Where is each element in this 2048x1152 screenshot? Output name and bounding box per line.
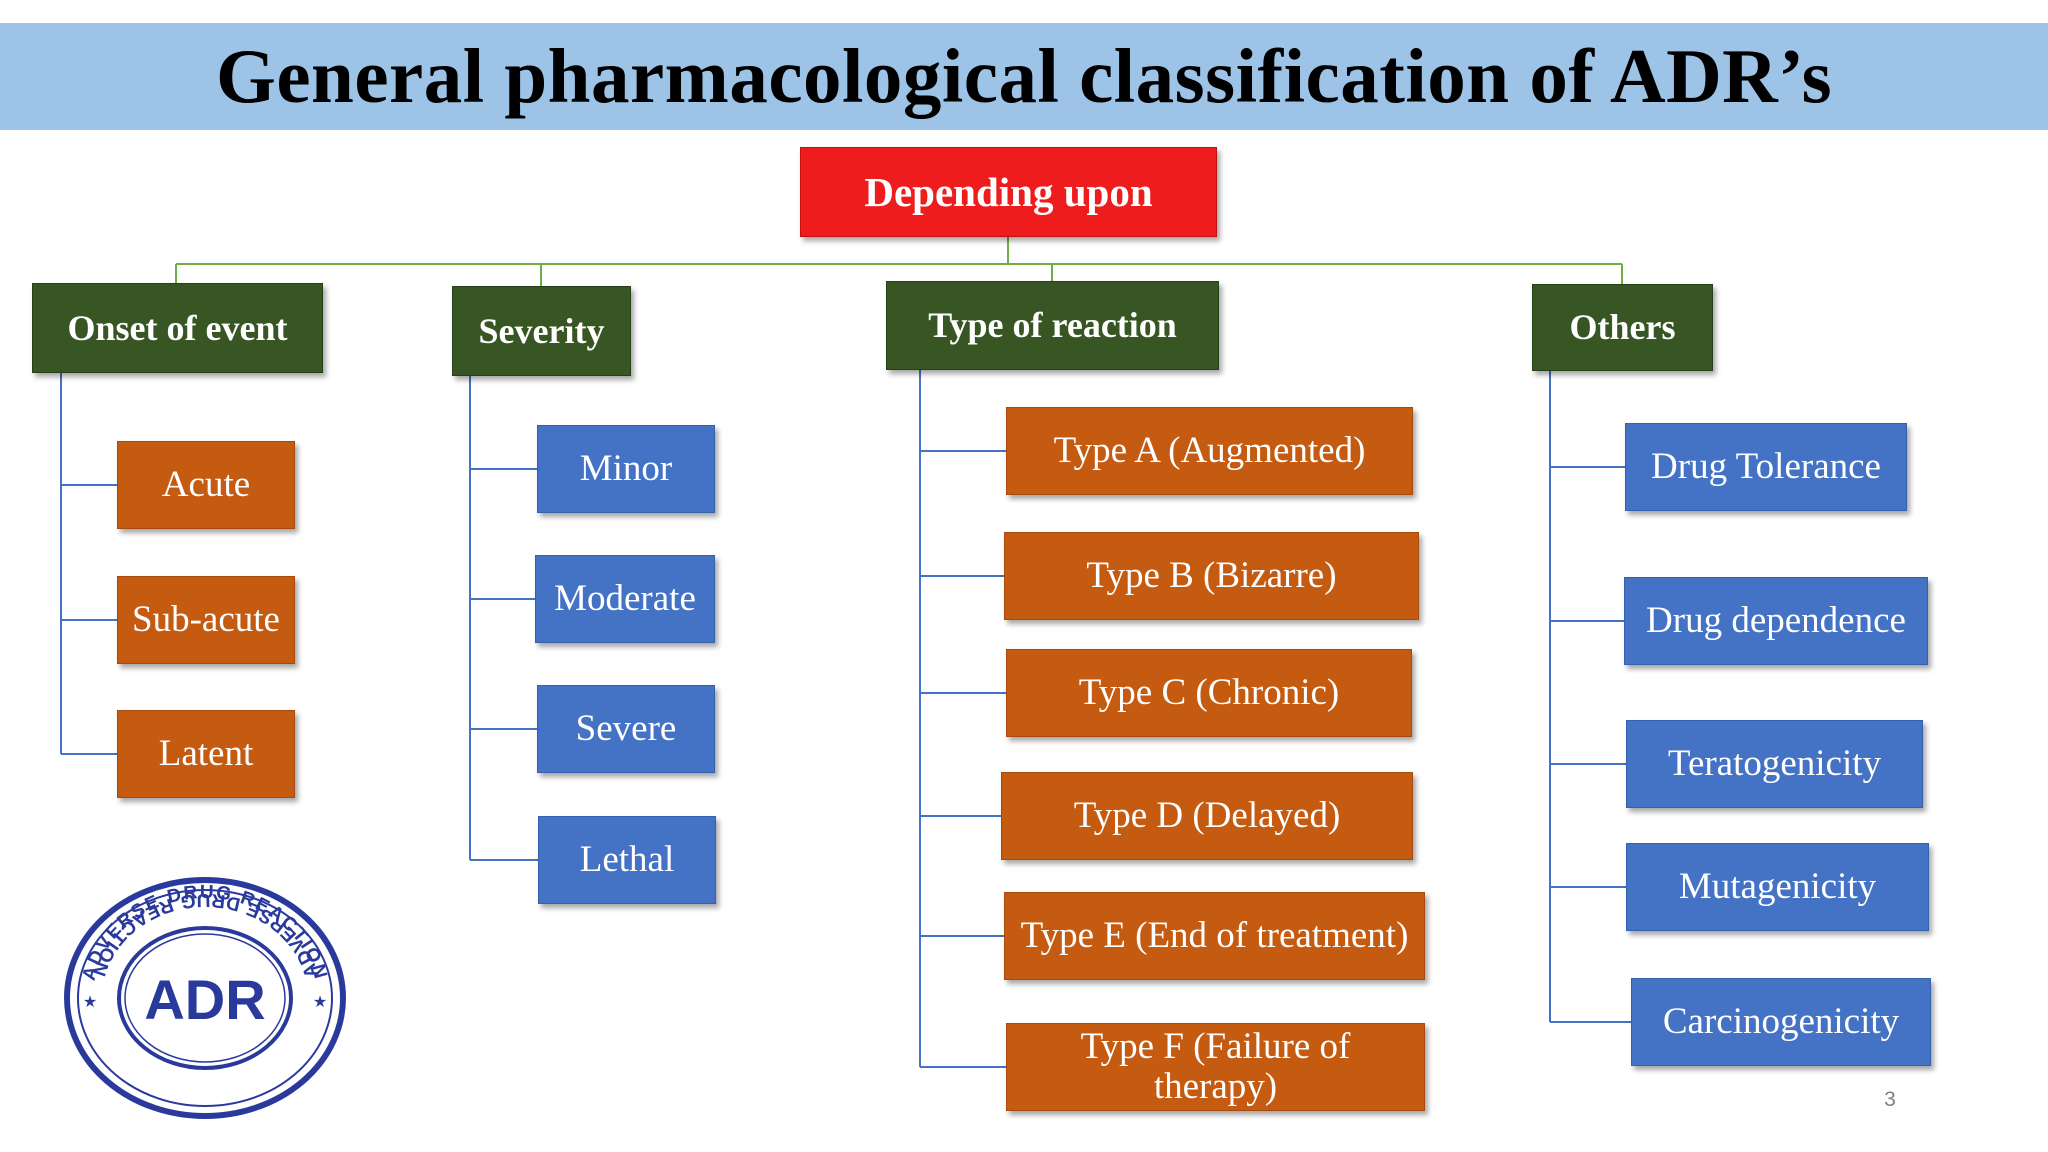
item-acute: Acute bbox=[117, 441, 295, 529]
stamp-star-icon-right: ★ bbox=[313, 994, 327, 1011]
adr-stamp-logo: ADVERSE DRUG REACTION ADVERSE DRUG REACT… bbox=[64, 877, 346, 1119]
item-type-e: Type E (End of treatment) bbox=[1004, 892, 1425, 980]
item-type-f: Type F (Failure of therapy) bbox=[1006, 1023, 1425, 1111]
page-number: 3 bbox=[1884, 1088, 1896, 1111]
item-mutagenicity: Mutagenicity bbox=[1626, 843, 1929, 931]
item-minor: Minor bbox=[537, 425, 715, 513]
item-moderate: Moderate bbox=[535, 555, 715, 643]
category-others: Others bbox=[1532, 284, 1713, 371]
stamp-center-text: ADR bbox=[144, 968, 265, 1031]
item-type-d: Type D (Delayed) bbox=[1001, 772, 1413, 860]
item-sub-acute: Sub-acute bbox=[117, 576, 295, 664]
root-node: Depending upon bbox=[800, 147, 1217, 237]
item-type-b: Type B (Bizarre) bbox=[1004, 532, 1419, 620]
item-carcinogenicity: Carcinogenicity bbox=[1631, 978, 1931, 1066]
title-bar: General pharmacological classification o… bbox=[0, 23, 2048, 130]
item-drug-dependence: Drug dependence bbox=[1624, 577, 1928, 665]
stamp-star-icon-left: ★ bbox=[83, 994, 97, 1011]
item-type-c: Type C (Chronic) bbox=[1006, 649, 1412, 737]
category-type-of-reaction: Type of reaction bbox=[886, 281, 1219, 370]
item-drug-tolerance: Drug Tolerance bbox=[1625, 423, 1907, 511]
category-severity: Severity bbox=[452, 286, 631, 376]
item-latent: Latent bbox=[117, 710, 295, 798]
item-lethal: Lethal bbox=[538, 816, 716, 904]
item-type-a: Type A (Augmented) bbox=[1006, 407, 1413, 495]
item-severe: Severe bbox=[537, 685, 715, 773]
item-teratogenicity: Teratogenicity bbox=[1626, 720, 1923, 808]
slide-title: General pharmacological classification o… bbox=[215, 33, 1833, 119]
category-onset-of-event: Onset of event bbox=[32, 283, 323, 373]
